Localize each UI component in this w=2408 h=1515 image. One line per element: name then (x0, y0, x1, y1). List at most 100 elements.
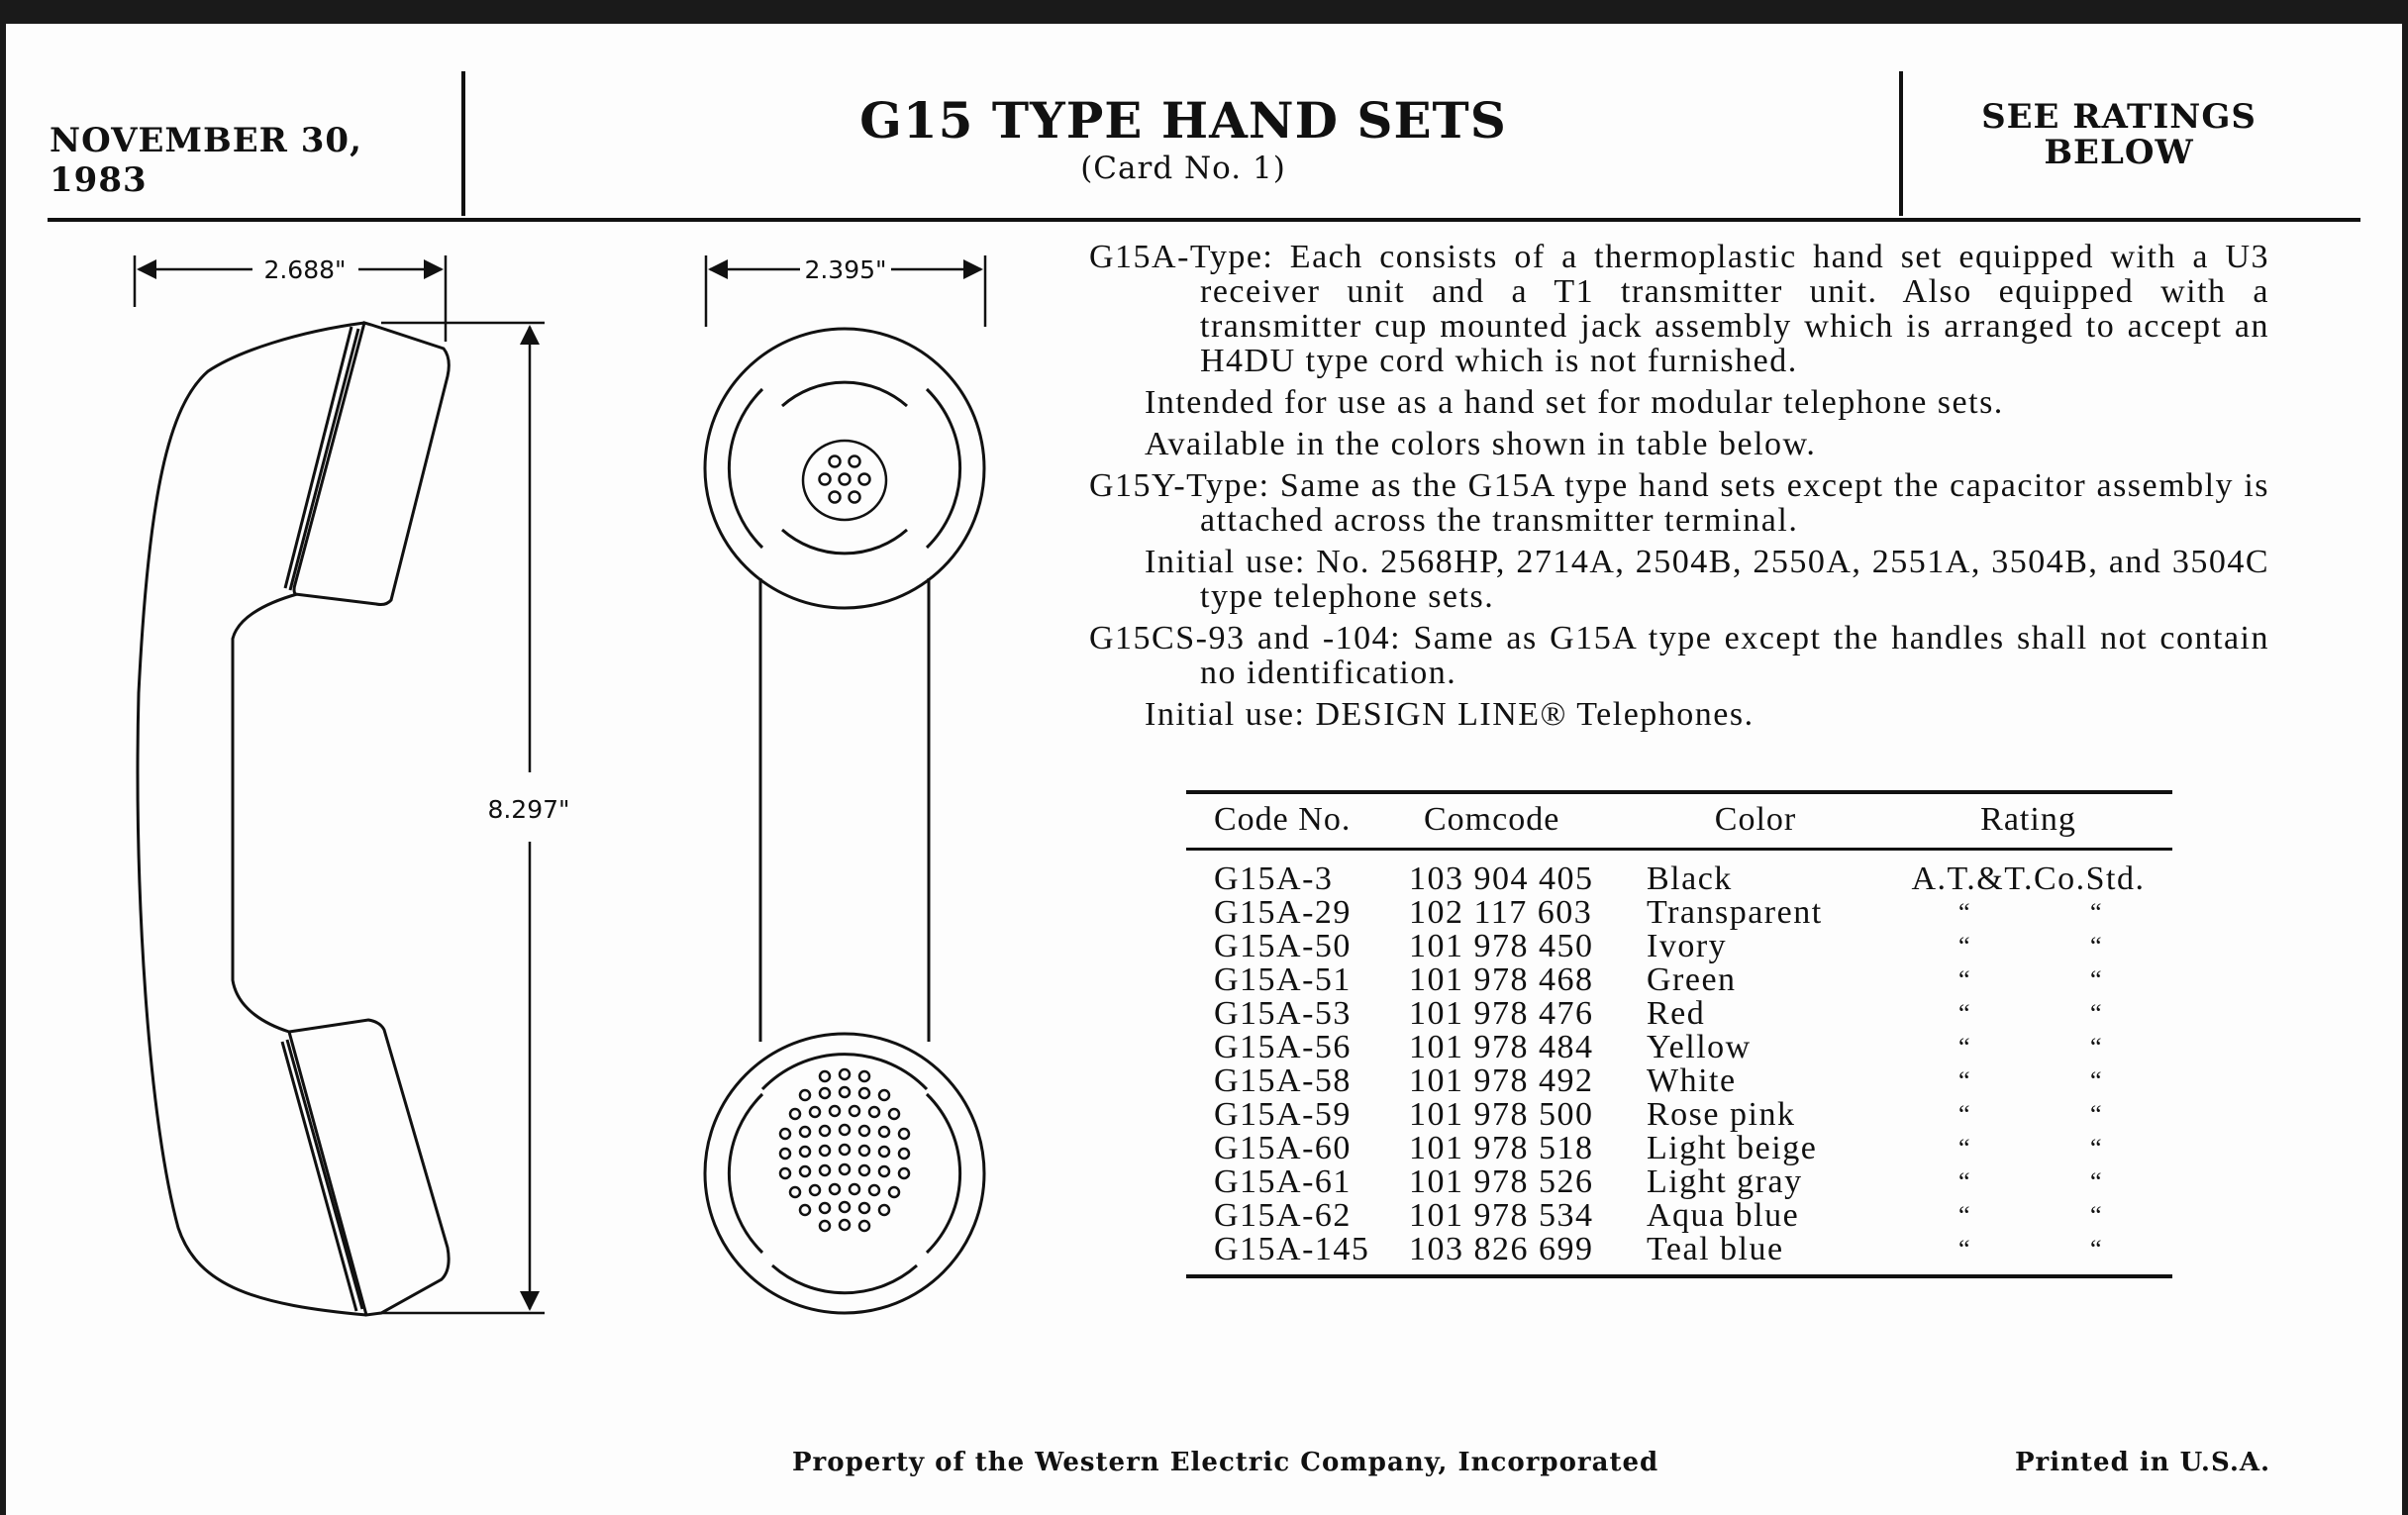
ditto-marks: ““ (1884, 1066, 2172, 1096)
desc-g15y-initial-use: Initial use: No. 2568HP, 2714A, 2504B, 2… (1145, 544, 2269, 615)
ditto-marks: ““ (1884, 965, 2172, 995)
cell-comcode: 101 978 476 (1409, 995, 1594, 1032)
ditto-marks: ““ (1884, 1201, 2172, 1231)
cell-color: Aqua blue (1647, 1197, 1800, 1234)
table-header-row: Code No. Comcode Color Rating (1186, 794, 2172, 846)
header-divider-left (461, 71, 465, 216)
cell-comcode: 102 117 603 (1409, 894, 1593, 931)
table-header-rule (1186, 848, 2172, 851)
col-header-comcode: Comcode (1424, 801, 1560, 838)
cell-color: Light beige (1647, 1130, 1818, 1166)
cell-comcode: 101 978 450 (1409, 928, 1594, 964)
side-width-label: 2.688" (263, 255, 346, 284)
front-width-label: 2.395" (804, 255, 886, 284)
desc-available-colors: Available in the colors shown in table b… (1145, 426, 1817, 462)
header-divider-right (1899, 71, 1903, 216)
cell-color: Rose pink (1647, 1096, 1796, 1133)
desc-g15a: G15A-Type: Each consists of a thermoplas… (1089, 239, 2269, 379)
cell-color: Ivory (1647, 928, 1728, 964)
cell-comcode: 101 978 468 (1409, 961, 1594, 998)
desc-g15y: G15Y-Type: Same as the G15A type hand se… (1089, 467, 2269, 539)
page-subtitle: (Card No. 1) (1080, 151, 1286, 186)
ditto-mark: “ (2090, 1201, 2104, 1230)
scan-border-left (0, 0, 6, 1515)
side-width-dimension (133, 255, 448, 342)
footer-property: Property of the Western Electric Company… (792, 1448, 1659, 1477)
scan-border-right (2402, 0, 2408, 1515)
cell-code: G15A-59 (1214, 1096, 1352, 1133)
cell-color: Black (1647, 860, 1733, 897)
table-bottom-rule (1186, 1274, 2172, 1278)
ditto-mark: “ (1958, 898, 1972, 927)
ditto-marks: ““ (1884, 1134, 2172, 1163)
receiver-holes (801, 439, 888, 522)
description: G15A-Type: Each consists of a thermoplas… (1089, 240, 2269, 739)
cell-code: G15A-53 (1214, 995, 1352, 1032)
ditto-marks: ““ (1884, 1100, 2172, 1130)
ditto-mark: “ (2090, 1235, 2104, 1263)
footer-printed: Printed in U.S.A. (2015, 1448, 2271, 1477)
col-header-code: Code No. (1214, 801, 1352, 838)
cell-comcode: 101 978 534 (1409, 1197, 1594, 1234)
cell-rating: ““ (1884, 1167, 2172, 1197)
cell-comcode: 101 978 484 (1409, 1029, 1594, 1065)
cell-color: Transparent (1647, 894, 1823, 931)
cell-comcode: 103 826 699 (1409, 1231, 1594, 1267)
ditto-marks: ““ (1884, 1235, 2172, 1264)
cell-code: G15A-56 (1214, 1029, 1352, 1065)
cell-rating: ““ (1884, 1201, 2172, 1231)
cell-color: Yellow (1647, 1029, 1752, 1065)
ditto-marks: ““ (1884, 932, 2172, 961)
cell-code: G15A-145 (1214, 1231, 1370, 1267)
cell-comcode: 101 978 518 (1409, 1130, 1594, 1166)
col-header-color: Color (1714, 801, 1797, 838)
col-header-rating: Rating (1980, 801, 2076, 838)
cell-color: Teal blue (1647, 1231, 1784, 1267)
ratings-note-line2: BELOW (2044, 133, 2194, 172)
page-title: G15 TYPE HAND SETS (859, 91, 1507, 150)
cell-color: Light gray (1647, 1163, 1803, 1200)
cell-code: G15A-50 (1214, 928, 1352, 964)
table-top-rule (1186, 790, 2172, 794)
header-rule (48, 218, 2360, 222)
ditto-marks: ““ (1884, 1033, 2172, 1062)
cell-color: White (1647, 1062, 1737, 1099)
cell-rating: ““ (1884, 1134, 2172, 1163)
ditto-mark: “ (1958, 1134, 1972, 1162)
ditto-mark: “ (1958, 1167, 1972, 1196)
height-dimension (381, 321, 545, 1315)
cell-color: Green (1647, 961, 1737, 998)
ratings-note: SEE RATINGS BELOW (1911, 99, 2327, 170)
ditto-mark: “ (1958, 1033, 1972, 1061)
ditto-mark: “ (1958, 1201, 1972, 1230)
cell-comcode: 101 978 500 (1409, 1096, 1594, 1133)
transmitter-holes (778, 1067, 911, 1233)
cell-rating: ““ (1884, 1100, 2172, 1130)
ditto-mark: “ (2090, 1134, 2104, 1162)
ditto-mark: “ (2090, 999, 2104, 1028)
spec-card (6, 24, 2402, 1515)
cell-rating: ““ (1884, 1235, 2172, 1264)
card-date: NOVEMBER 30, 1983 (50, 121, 362, 200)
front-width-dimension (704, 255, 987, 327)
handset-drawing: 2.688" 8.297" 2.395" (133, 255, 987, 1317)
ditto-mark: “ (1958, 932, 1972, 960)
ditto-mark: “ (2090, 1167, 2104, 1196)
cell-rating: ““ (1884, 1033, 2172, 1062)
cell-code: G15A-51 (1214, 961, 1352, 998)
cell-rating: ““ (1884, 999, 2172, 1029)
handset-side-view (136, 321, 451, 1317)
table-row: G15A-51 101 978 468 Green ““ (1186, 961, 2172, 998)
ditto-mark: “ (1958, 1066, 1972, 1095)
ditto-mark: “ (2090, 1033, 2104, 1061)
